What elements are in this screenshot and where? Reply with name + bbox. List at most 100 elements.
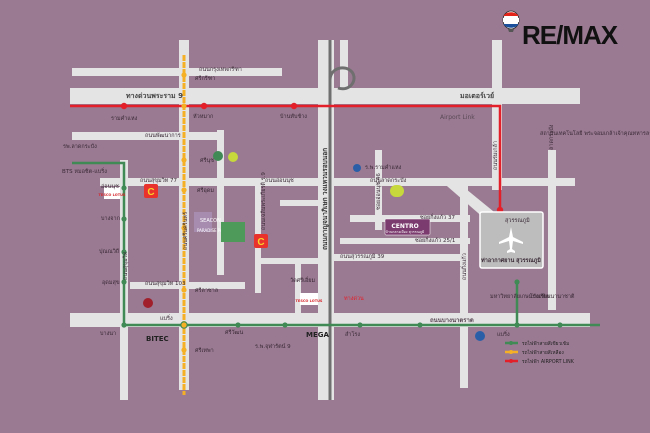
legend: รถไฟฟ้าสายสีเขียวเข้ม รถไฟฟ้าสายสีเหลือง… [505, 340, 575, 365]
sukhumvit77-label: ถนนสุขุมวิท 77 [140, 177, 178, 184]
ramkhamhaeng-label: รามคำแหง [111, 115, 138, 122]
road-east-connector [548, 150, 556, 310]
road-sukhumvit77 [100, 178, 245, 186]
stations [120, 72, 563, 353]
station-dot-far-east [557, 322, 563, 328]
rama9-expressway-label: ทางด่วนพระราม 9 [126, 92, 183, 100]
remax-wordmark: RE/MAX [522, 20, 619, 50]
udomsuk-label: อุดมสุข [102, 279, 120, 286]
road-kingkaew25 [340, 238, 470, 244]
road-krungthep-kreetha [72, 68, 282, 76]
ban-thap-chang-label: บ้านทับช้าง [280, 113, 307, 120]
samrong-label: สำโรง [345, 330, 360, 338]
suvarnabhumi-station-label: สุวรรณภูมิ [505, 217, 530, 224]
road-romklao [492, 40, 502, 190]
university-marker [213, 151, 223, 161]
latkrabang-road-label: ถนนลาดกระบัง [370, 177, 407, 184]
station-dot-ramkhamhaeng [120, 102, 128, 110]
balloon-icon [502, 10, 520, 32]
onnut-road-label: ถนนอ่อนนุช [265, 177, 294, 184]
the-park-label: ทางด่วน [344, 296, 364, 302]
kmitl-label: สถาบันเทคโนโลยี พระจอมเกล้าเจ้าคุณทหารลา… [540, 129, 650, 137]
krungthep-kreetha-label: ถนนกรุงเทพกรีฑา [199, 66, 242, 73]
tesco-lotus-text: TESCO LOTUS [99, 193, 126, 197]
expressway-lines [328, 40, 356, 400]
airport-link-track-label: Airport Link [440, 114, 475, 121]
punnawithi-label: ปุณณวิถี [99, 248, 119, 255]
tesco-lotus-text-2: TESCO LOTUS [296, 299, 323, 303]
park-block [221, 222, 245, 242]
station-dot-sriwat [235, 322, 241, 328]
legend-green-label: รถไฟฟ้าสายสีเขียวเข้ม [522, 340, 569, 347]
big-c-logo-2 [254, 234, 268, 248]
tops-logo [390, 185, 404, 197]
bts-green-line [72, 161, 600, 327]
station-dot-onnut [121, 185, 127, 191]
tesco-lotus-logo [104, 187, 120, 199]
temple-marker [143, 298, 153, 308]
suvarnabhumi39-label: ถนนสุวรรณภูมิ 39 [340, 253, 385, 260]
motorway-label: มอเตอร์เวย์ [460, 91, 494, 100]
road-pattanakarn [72, 132, 217, 140]
station-dot-hua-mak-yellow [181, 103, 187, 109]
lat-krabang-road-label: ลาดกระบัง [548, 124, 555, 150]
station-dot-bearing-east [514, 322, 520, 328]
big-c-logo [144, 184, 158, 198]
station-dot-srinakarin-interchange [180, 321, 188, 329]
srinakarin-road-label: ถนนศรีนครินทร์ [182, 212, 189, 250]
bitec-label: BITEC [146, 335, 169, 343]
kingkaew-road-label: ถนนกิ่งแก้ว [460, 253, 468, 280]
station-dot-sri-udom [181, 187, 187, 193]
onnut-label: อ่อนนุช [101, 183, 119, 190]
kingkaew25-label: ซอยกิ่งแก้ว 25/1 [415, 236, 455, 244]
seacon-square-label: SEACON [200, 218, 221, 224]
legend-yellow-label: รถไฟฟ้าสายสีเหลือง [522, 349, 564, 356]
station-dot-airport-branch [514, 279, 520, 285]
road-short-v [295, 263, 301, 313]
romklao-road-label: ถนนร่มเกล้า [492, 141, 499, 170]
school-marker [228, 152, 238, 162]
paradise-park-label: PARADISE PARK [197, 228, 229, 233]
ramkhamhaeng-hospital-label: ร.พ.รามคำแหง [365, 164, 402, 171]
centro-label: CENTRO [391, 223, 418, 230]
hospital-label: รพ.ลาดกระบัง [63, 143, 97, 150]
airplane-icon [499, 227, 523, 253]
station-dot-bang-na [121, 322, 127, 328]
sriwat-label: ศรีวัฒน [225, 329, 244, 336]
station-dot-bangkaeo [417, 322, 423, 328]
road-suvarnabhumi39 [320, 254, 460, 261]
road-latkrabang [240, 178, 575, 186]
road-onnut-link [280, 200, 320, 206]
station-dot-sri-thepha [181, 347, 187, 353]
bang-chak-label: บางจาก [101, 216, 120, 222]
road-kingkaew37 [350, 215, 470, 222]
big-c-text-2: C [257, 237, 264, 248]
big-c-text: C [147, 187, 154, 198]
mega-label: MEGA [306, 331, 329, 339]
station-dot-bang-chak [121, 216, 127, 222]
bang-na-label: บางนา [100, 331, 116, 337]
bangkok-hospital-label: ร.พ.จุฬารัตน์ 9 [255, 343, 291, 350]
sri-thepha-label: ศรีเทพา [195, 347, 214, 354]
landmarks: C C SEACON PARADISE PARK CENTRO บ้านกลาง… [99, 151, 485, 343]
pattanakarn-label: ถนนพัฒนาการ [145, 132, 181, 139]
remax-logo: RE/MAX [502, 10, 620, 50]
road-chalerm [217, 130, 224, 275]
kanchana-road-label: ถนนกาญจนาภิเษก วงแหวนรอบนอก [321, 148, 329, 250]
centro-block [384, 218, 431, 236]
station-dot-hua-mak [200, 102, 208, 110]
centro-sub-label: บ้านกลางเมือง สุวรรณภูมิ [386, 229, 425, 235]
station-dot-punnawithi [121, 249, 127, 255]
bearing-east-label: แบริ่ง [497, 330, 510, 338]
station-dot-km15 [357, 322, 363, 328]
bangna-hospital-marker [475, 331, 485, 341]
sukhumvit-road-label: ถนนสุขุมวิท [122, 251, 129, 280]
airport-link-line [70, 104, 502, 210]
sukhumvit103-label: ถนนสุขุมวิท 103 [145, 280, 186, 287]
sri-udom-label: ศรีอุดม [197, 187, 214, 194]
sri-la-salle-label: ศรีลาซาล [195, 287, 218, 294]
tesco-lotus-logo-2 [300, 293, 318, 305]
interchange-loop [328, 66, 356, 91]
sri-nut-label: ศรีนุช [200, 157, 214, 164]
